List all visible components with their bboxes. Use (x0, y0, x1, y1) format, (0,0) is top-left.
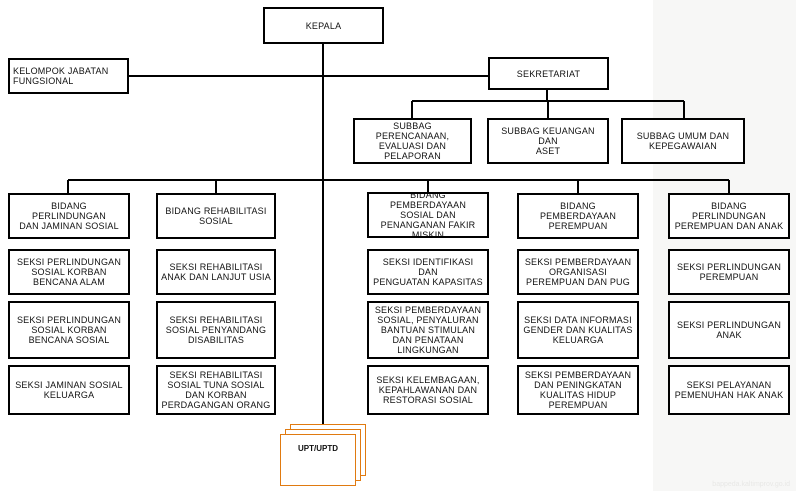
section-box-5-1: SEKSI PERLINDUNGAN PEREMPUAN (668, 249, 790, 295)
section-box-3-2: SEKSI PEMBERDAYAAN SOSIAL, PENYALURAN BA… (367, 301, 489, 359)
subbag-box-2: SUBBAG KEUANGAN DAN ASET (487, 118, 609, 164)
section-box-4-1: SEKSI PEMBERDAYAAN ORGANISASI PEREMPUAN … (517, 249, 639, 295)
subbag-box-3: SUBBAG UMUM DAN KEPEGAWAIAN (621, 118, 745, 164)
section-box-1-2: SEKSI PERLINDUNGAN SOSIAL KORBAN BENCANA… (8, 301, 130, 359)
uptd-label: UPT/UPTD (298, 444, 338, 453)
section-box-5-2: SEKSI PERLINDUNGAN ANAK (668, 301, 790, 359)
section-box-5-3: SEKSI PELAYANAN PEMENUHAN HAK ANAK (668, 365, 790, 415)
section-box-2-3: SEKSI REHABILITASI SOSIAL TUNA SOSIAL DA… (156, 365, 276, 415)
division-box-5: BIDANG PERLINDUNGAN PEREMPUAN DAN ANAK (668, 193, 790, 239)
section-box-3-3: SEKSI KELEMBAGAAN, KEPAHLAWANAN DAN REST… (367, 365, 489, 415)
section-box-4-3: SEKSI PEMBERDAYAAN DAN PENINGKATAN KUALI… (517, 365, 639, 415)
section-box-2-1: SEKSI REHABILITASI ANAK DAN LANJUT USIA (156, 249, 276, 295)
section-box-3-1: SEKSI IDENTIFIKASI DAN PENGUATAN KAPASIT… (367, 249, 489, 295)
division-box-2: BIDANG REHABILITASI SOSIAL (156, 193, 276, 239)
section-box-2-2: SEKSI REHABILITASI SOSIAL PENYANDANG DIS… (156, 301, 276, 359)
subbag-box-1: SUBBAG PERENCANAAN, EVALUASI DAN PELAPOR… (353, 118, 472, 164)
division-box-1: BIDANG PERLINDUNGAN DAN JAMINAN SOSIAL (8, 193, 130, 239)
uptd-box (280, 434, 356, 486)
section-box-1-3: SEKSI JAMINAN SOSIAL KELUARGA (8, 365, 130, 415)
functional-group-box: KELOMPOK JABATAN FUNGSIONAL (8, 58, 129, 94)
head-box: KEPALA (263, 7, 384, 44)
watermark-text: bappeda.kaltimprov.go.id (712, 481, 790, 488)
secretariat-box: SEKRETARIAT (488, 57, 609, 90)
division-box-4: BIDANG PEMBERDAYAAN PEREMPUAN (517, 193, 639, 239)
section-box-4-2: SEKSI DATA INFORMASI GENDER DAN KUALITAS… (517, 301, 639, 359)
division-box-3: BIDANG PEMBERDAYAAN SOSIAL DAN PENANGANA… (367, 192, 489, 238)
section-box-1-1: SEKSI PERLINDUNGAN SOSIAL KORBAN BENCANA… (8, 249, 130, 295)
